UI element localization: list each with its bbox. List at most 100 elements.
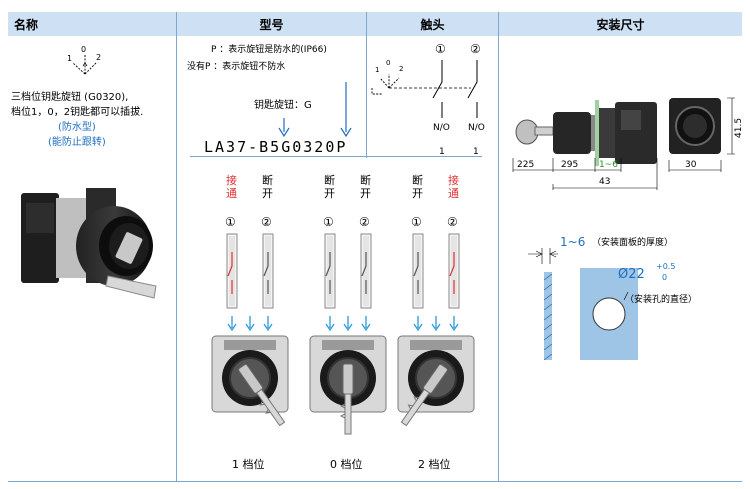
- contact-state-label: 开: [412, 187, 423, 200]
- svg-text:1~6: 1~6: [599, 160, 618, 170]
- contact-switch-line: [361, 252, 367, 294]
- svg-text:0: 0: [662, 273, 667, 282]
- position-label: 2 档位: [418, 457, 451, 471]
- panel-hole-drawing: 1~6 （安装面板的厚度） Ø22 +0.5 0 （安装孔的直径）: [528, 235, 697, 361]
- svg-text:43: 43: [599, 177, 610, 187]
- divider-1: [176, 12, 177, 481]
- selector-description-1: 三档位钥匙旋钮 (G0320),: [11, 92, 129, 103]
- divider-2: [366, 12, 367, 158]
- svg-text:1: 1: [439, 147, 445, 157]
- contact-number: ②: [261, 215, 272, 229]
- svg-text:Ø22: Ø22: [618, 267, 645, 282]
- position-group-2: 断开 ① 接通 ② 2 档位: [397, 173, 475, 471]
- contact-state-label: 接: [226, 174, 237, 187]
- no-p-definition: 没有P ：表示旋钮不防水: [187, 62, 286, 72]
- position-label: 0 档位: [330, 457, 363, 471]
- position-label: 1 档位: [232, 457, 265, 471]
- svg-text:30: 30: [685, 160, 697, 170]
- down-arrow-icon: [325, 316, 335, 332]
- key-shaft: [400, 388, 430, 427]
- knob-frame-top: [410, 340, 462, 350]
- svg-text:2: 2: [399, 65, 403, 73]
- down-arrow-icon: [227, 316, 237, 332]
- key-icon: [238, 363, 286, 427]
- selector-description-2: 档位1，0，2钥匙都可以插拔.: [11, 107, 144, 118]
- divider-3: [498, 12, 499, 481]
- svg-text:②: ②: [470, 42, 481, 56]
- dimension-drawing: 225 295 1~6 43 30 41.5: [512, 97, 743, 190]
- svg-text:0: 0: [81, 45, 86, 54]
- svg-text:N/O: N/O: [433, 123, 450, 133]
- contact-state-label: 断: [412, 173, 423, 187]
- contact-block-inner: [451, 236, 457, 306]
- svg-text:+0.5: +0.5: [656, 262, 675, 271]
- key-icon: [339, 363, 354, 435]
- down-arrow-icon: [245, 316, 255, 332]
- contact-symbol: ① ② 1 0 2 N/O N/O 1 1: [371, 42, 485, 157]
- contact-state-label: 断: [324, 173, 335, 187]
- contact-block-inner: [265, 236, 271, 306]
- key-head: [342, 363, 354, 395]
- contact-state-label: 接: [448, 174, 459, 187]
- svg-text:①: ①: [435, 42, 446, 56]
- contact-switch-line: [449, 252, 455, 294]
- key-teeth: [407, 396, 419, 410]
- svg-text:41.5: 41.5: [734, 118, 743, 138]
- down-arrow-icon: [343, 316, 353, 332]
- model-arrows: [278, 82, 352, 138]
- contact-state-label: 开: [360, 187, 371, 200]
- p-definition: P ：表示旋钮是防水的(IP66): [211, 45, 327, 55]
- svg-text:1: 1: [473, 147, 479, 157]
- header-dimensions: 安装尺寸: [499, 12, 742, 36]
- contact-switch-line: [325, 252, 331, 294]
- contact-block-inner: [327, 236, 333, 306]
- svg-text:1: 1: [67, 54, 72, 63]
- key-shaft: [344, 393, 352, 435]
- contact-state-label: 开: [262, 187, 273, 200]
- svg-text:1~6: 1~6: [560, 235, 585, 249]
- contact-number: ②: [447, 215, 458, 229]
- svg-text:295: 295: [561, 160, 578, 170]
- contact-block-inner: [363, 236, 369, 306]
- waterproof-note: (防水型): [58, 122, 96, 133]
- header-contact: 触头: [367, 12, 498, 36]
- position-group-0: 接通 ① 断开 ② 1 档位: [211, 173, 289, 471]
- svg-text:N/O: N/O: [468, 123, 485, 133]
- contact-number: ②: [359, 215, 370, 229]
- contact-switch-line: [227, 252, 233, 294]
- svg-text:（安装孔的直径）: （安装孔的直径）: [625, 293, 697, 305]
- svg-text:225: 225: [517, 160, 534, 170]
- key-knob-label: 钥匙旋钮：G: [254, 100, 312, 111]
- key-teeth: [339, 403, 346, 419]
- contact-block-inner: [415, 236, 421, 306]
- selector-symbol-icon: 1 0 2: [67, 45, 101, 75]
- down-arrow-icon: [449, 316, 459, 332]
- header-name: 名称: [8, 12, 176, 36]
- down-arrow-icon: [361, 316, 371, 332]
- svg-text:（安装面板的厚度）: （安装面板的厚度）: [592, 236, 673, 248]
- knob-frame-top: [322, 340, 374, 350]
- model-code: LA37-B5G0320P: [204, 138, 348, 156]
- product-photo: [21, 188, 157, 299]
- contact-switch-line: [413, 252, 419, 294]
- contact-state-label: 断: [360, 173, 371, 187]
- down-arrow-icon: [263, 316, 273, 332]
- header-model: 型号: [177, 12, 366, 36]
- key-icon: [400, 363, 448, 427]
- contact-state-label: 断: [262, 173, 273, 187]
- down-arrow-icon: [431, 316, 441, 332]
- contact-state-label: 开: [324, 187, 335, 200]
- svg-text:2: 2: [96, 53, 101, 62]
- bottom-rule: [8, 481, 742, 482]
- contact-number: ①: [225, 215, 236, 229]
- contact-state-label: 通: [226, 187, 237, 200]
- contact-number: ①: [411, 215, 422, 229]
- key-teeth: [259, 400, 271, 414]
- contact-switch-line: [263, 252, 269, 294]
- contact-number: ①: [323, 215, 334, 229]
- contact-state-label: 通: [448, 187, 459, 200]
- knob-frame-top: [224, 340, 276, 350]
- anti-rotation-note: (能防止跟转): [48, 137, 106, 148]
